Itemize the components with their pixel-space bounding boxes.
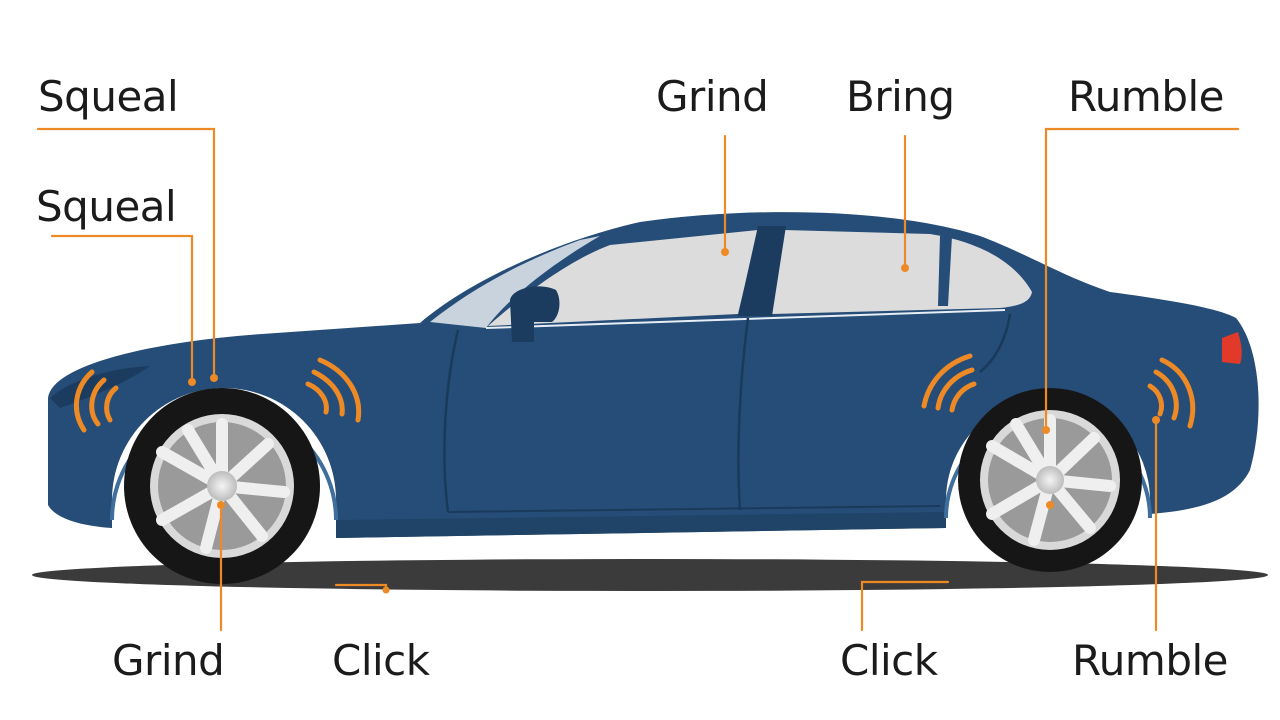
label-bring-top: Bring [846, 72, 955, 121]
sound-wave-icon [921, 353, 977, 413]
label-squeal-mid: Squeal [36, 182, 177, 231]
windshield [430, 236, 600, 328]
leader-rumble-top [1044, 127, 1240, 432]
label-rumble-bottom: Rumble [1072, 636, 1229, 685]
label-grind-top: Grind [656, 72, 769, 121]
rear-window [772, 230, 1032, 314]
door-bottom-line [447, 505, 941, 513]
c-pillar [938, 236, 952, 306]
leader-click-right [860, 580, 950, 632]
leader-dot [217, 501, 225, 509]
side-mirror [510, 286, 560, 342]
sound-wave-icon [1147, 357, 1196, 429]
front-wheel [124, 388, 320, 584]
label-grind-bottom: Grind [112, 636, 225, 685]
label-click-bottom-right: Click [840, 636, 938, 685]
leader-dot [188, 378, 196, 386]
taillight [1222, 332, 1242, 364]
sound-wave-icon [305, 357, 362, 423]
label-rumble-top: Rumble [1068, 72, 1225, 121]
window-sill [485, 309, 1006, 329]
leader-dot [721, 248, 729, 256]
leader-dot [1152, 416, 1160, 424]
rocker-panel [336, 512, 946, 538]
leader-dot [210, 374, 218, 382]
middle-door-line [737, 317, 750, 511]
rear-door-line [979, 313, 1012, 373]
leader-squeal-mid [50, 234, 194, 384]
leader-dot [382, 586, 390, 594]
leader-dot [1046, 501, 1054, 509]
sound-wave-icon [73, 369, 119, 433]
ground-shadow [32, 559, 1268, 591]
b-pillar [738, 226, 786, 316]
rear-wheel [958, 388, 1142, 572]
label-squeal-top: Squeal [38, 72, 179, 121]
leader-dot [901, 264, 909, 272]
front-door-line [443, 329, 460, 513]
label-click-bottom-left: Click [332, 636, 430, 685]
leader-squeal-top [36, 127, 216, 380]
leader-dot [1042, 426, 1050, 434]
